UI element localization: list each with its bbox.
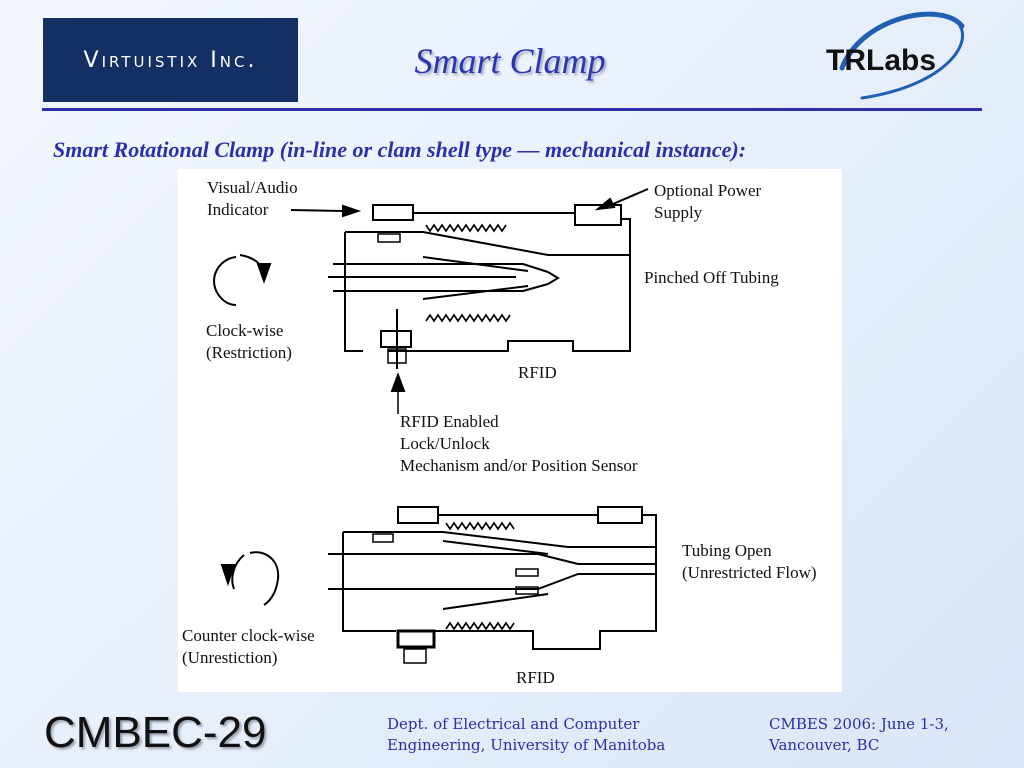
bottom-clamp-drawing: [220, 506, 657, 664]
trlabs-logo: TRLabs: [826, 11, 965, 100]
slide-subtitle: Smart Rotational Clamp (in-line or clam …: [53, 137, 747, 162]
power-supply-label-line: Supply: [654, 203, 703, 222]
pinched-tubing-label: Pinched Off Tubing: [644, 268, 779, 287]
indicator-label: Visual/Audio Indicator: [207, 177, 298, 221]
virtuistix-logo-text: Virtuistix Inc.: [83, 47, 258, 73]
footer-department-line: Engineering, University of Manitoba: [387, 736, 666, 754]
rfid-lock-label-line: Mechanism and/or Position Sensor: [400, 456, 638, 475]
footer-conference-line: CMBES 2006: June 1-3,: [769, 715, 949, 733]
power-supply-label-line: Optional Power: [654, 181, 762, 200]
rfid-lock-label-line: Lock/Unlock: [400, 434, 490, 453]
tubing-open-label-line: (Unrestricted Flow): [682, 563, 817, 582]
rfid-lock-label: RFID Enabled Lock/Unlock Mechanism and/o…: [400, 411, 638, 477]
rfid-label-top: RFID: [518, 363, 557, 382]
clockwise-label: Clock-wise (Restriction): [206, 320, 292, 364]
trlabs-logo-text: TRLabs: [826, 44, 936, 77]
rfid-lock-label-line: RFID Enabled: [400, 412, 499, 431]
indicator-label-line: Visual/Audio: [207, 178, 298, 197]
footer-conference: CMBES 2006: June 1-3, Vancouver, BC: [769, 714, 949, 756]
title-divider: [42, 108, 982, 111]
top-clamp-drawing: [213, 188, 649, 414]
virtuistix-logo: Virtuistix Inc.: [43, 18, 298, 102]
footer-department-line: Dept. of Electrical and Computer: [387, 715, 640, 733]
clamp-diagram-drawing: [213, 188, 657, 664]
slide-title: Smart Clamp: [414, 41, 606, 81]
clamp-diagram: Visual/Audio Indicator Optional Power Su…: [178, 169, 842, 692]
rfid-label-bottom: RFID: [516, 668, 555, 687]
counter-clockwise-label: Counter clock-wise (Unrestiction): [182, 625, 315, 669]
clockwise-label-line: Clock-wise: [206, 321, 284, 340]
counter-clockwise-label-line: (Unrestiction): [182, 648, 278, 667]
tubing-open-label: Tubing Open (Unrestricted Flow): [682, 540, 817, 584]
indicator-label-line: Indicator: [207, 200, 269, 219]
counter-clockwise-label-line: Counter clock-wise: [182, 626, 315, 645]
power-supply-label: Optional Power Supply: [654, 180, 761, 224]
clockwise-label-line: (Restriction): [206, 343, 292, 362]
footer-department: Dept. of Electrical and Computer Enginee…: [387, 714, 665, 756]
footer-conference-line: Vancouver, BC: [769, 736, 880, 754]
slide-id: CMBEC-29: [44, 708, 267, 757]
tubing-open-label-line: Tubing Open: [682, 541, 772, 560]
